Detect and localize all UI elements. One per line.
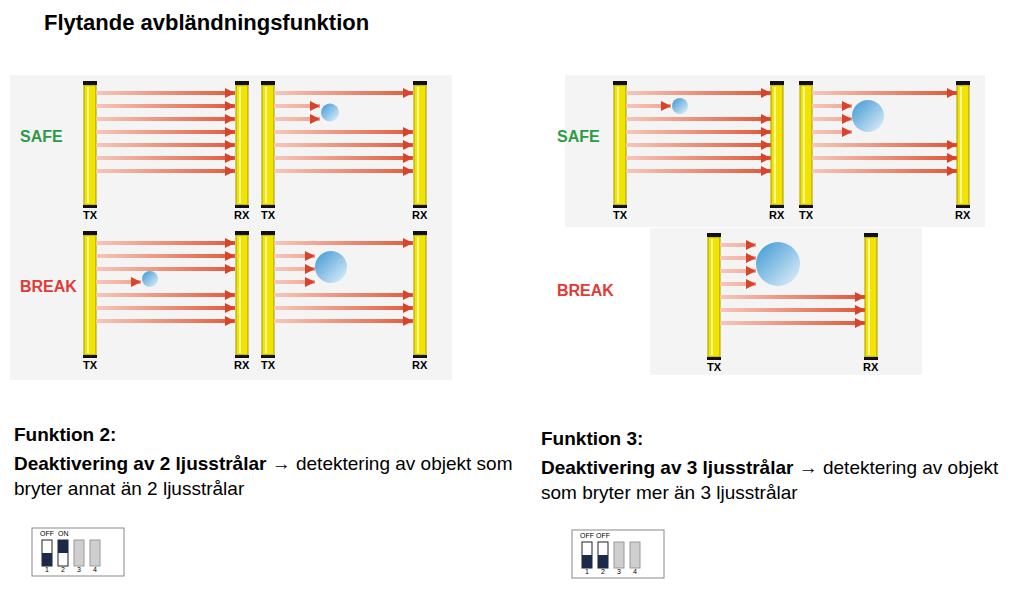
emitter-label: TX xyxy=(799,209,813,222)
emitter-label: TX xyxy=(261,359,275,372)
switch-number: 4 xyxy=(93,566,97,574)
switch-number: 1 xyxy=(585,568,589,576)
state-label: SAFE xyxy=(557,128,600,146)
diagram-title: Flytande avbländningsfunktion xyxy=(44,10,369,35)
description-text: Deaktivering av 2 ljusstrålar → detekter… xyxy=(14,452,514,501)
switch-state: OFF xyxy=(580,532,594,540)
receiver-label: RX xyxy=(412,359,427,372)
switch-state: ON xyxy=(58,530,69,538)
emitter-label: TX xyxy=(707,361,721,374)
receiver-label: RX xyxy=(234,209,249,222)
receiver-label: RX xyxy=(412,209,427,222)
receiver-label: RX xyxy=(234,359,249,372)
emitter-label: TX xyxy=(261,209,275,222)
emitter-label: TX xyxy=(613,209,627,222)
state-label: SAFE xyxy=(20,128,63,146)
switch-number: 3 xyxy=(617,568,621,576)
emitter-label: TX xyxy=(83,209,97,222)
state-label: BREAK xyxy=(20,278,77,296)
switch-number: 2 xyxy=(601,568,605,576)
switch-number: 2 xyxy=(61,566,65,574)
receiver-label: RX xyxy=(955,209,970,222)
receiver-label: RX xyxy=(769,209,784,222)
switch-state: OFF xyxy=(596,532,610,540)
emitter-label: TX xyxy=(83,359,97,372)
receiver-label: RX xyxy=(863,361,878,374)
state-label: BREAK xyxy=(557,282,614,300)
switch-number: 4 xyxy=(633,568,637,576)
description-text: Deaktivering av 3 ljusstrålar → detekter… xyxy=(541,456,1009,505)
switch-state: OFF xyxy=(40,530,54,538)
switch-number: 3 xyxy=(77,566,81,574)
function-heading: Funktion 2: xyxy=(14,424,116,446)
function-heading: Funktion 3: xyxy=(541,428,643,450)
function-text: Deaktivering av 2 ljusstrålar xyxy=(14,453,266,474)
switch-number: 1 xyxy=(45,566,49,574)
function-text: Deaktivering av 3 ljusstrålar xyxy=(541,457,793,478)
